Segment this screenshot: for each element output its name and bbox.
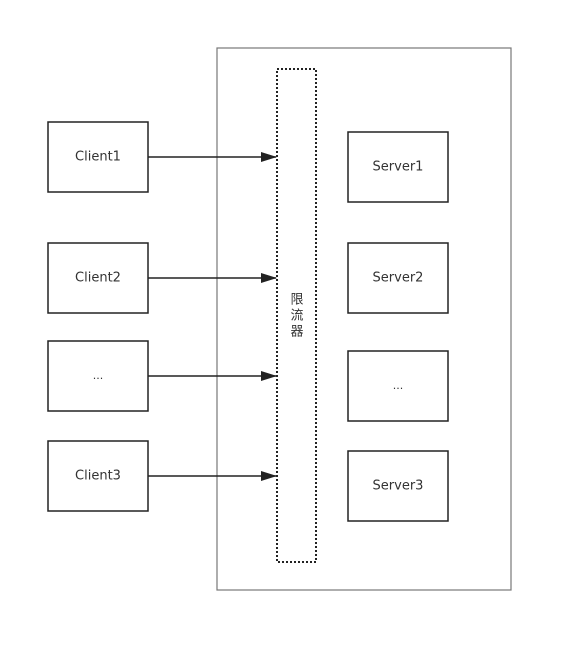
server-node-3: Server3: [347, 450, 449, 522]
rate-limiter-label-char-3: 器: [290, 325, 303, 340]
server-node-2: Server2: [347, 242, 449, 314]
server-node-ellipsis: ...: [347, 350, 449, 422]
rate-limiter-box: [276, 68, 317, 563]
client-label-3: Client3: [75, 469, 121, 484]
rate-limiter-label-char-2: 流: [290, 309, 303, 324]
client-node-ellipsis: ...: [47, 340, 149, 412]
client-label-2: Client2: [75, 271, 121, 286]
server-label-3: Server3: [373, 479, 424, 494]
server-side-container: [216, 47, 512, 591]
server-node-1: Server1: [347, 131, 449, 203]
server-label-2: Server2: [373, 271, 424, 286]
server-label-1: Server1: [373, 160, 424, 175]
client-node-3: Client3: [47, 440, 149, 512]
client-node-1: Client1: [47, 121, 149, 193]
client-node-2: Client2: [47, 242, 149, 314]
client-label-1: Client1: [75, 150, 121, 165]
rate-limiter-label-char-1: 限: [290, 293, 303, 308]
client-label-ellipsis: ...: [93, 369, 104, 382]
server-label-ellipsis: ...: [393, 379, 404, 392]
